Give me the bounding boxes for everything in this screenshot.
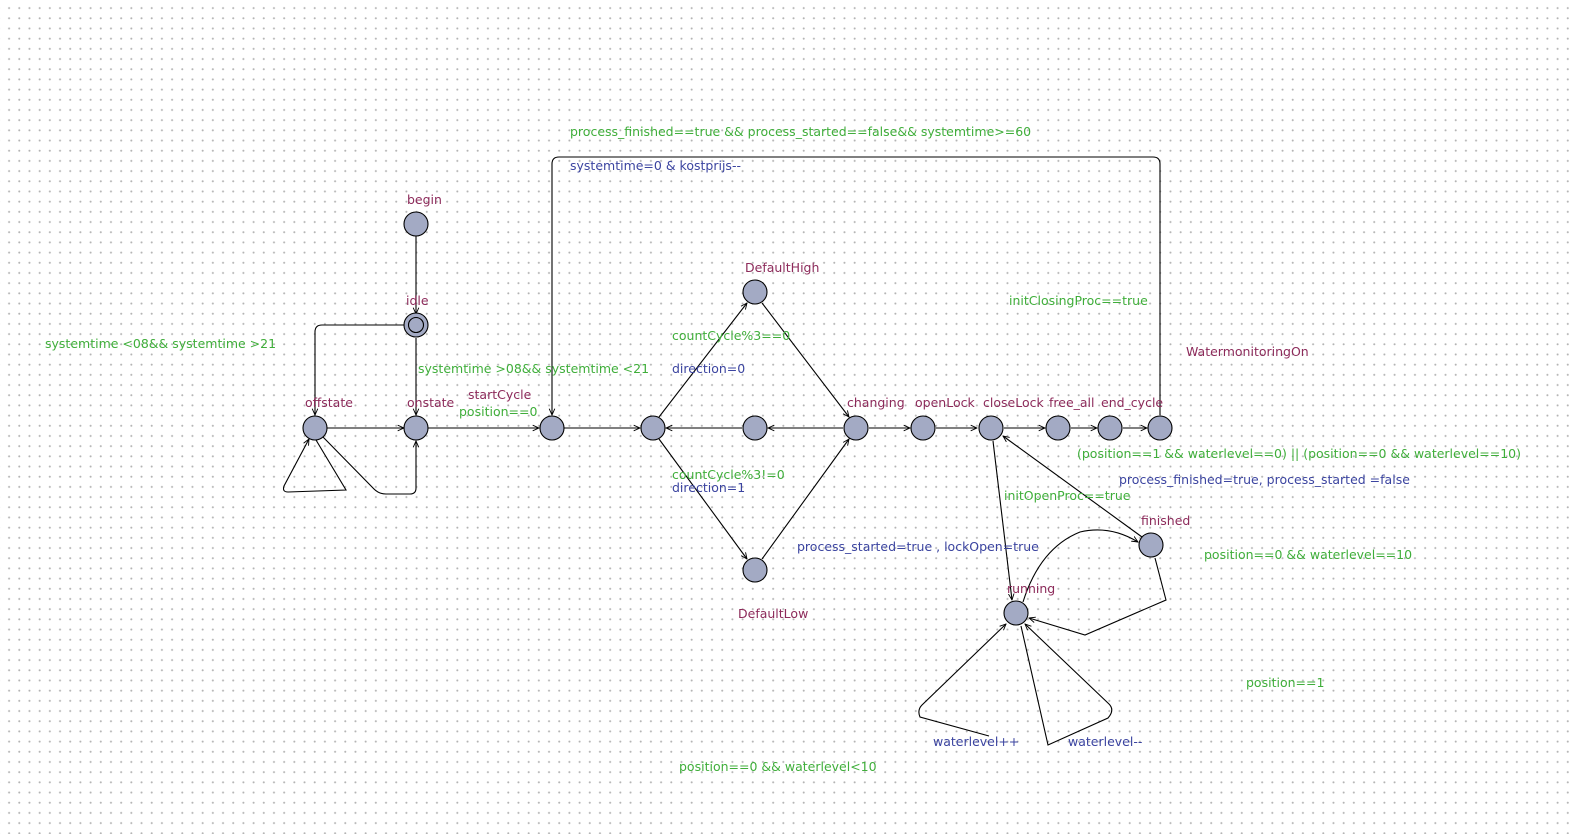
label-openlock: openLock: [915, 395, 975, 410]
edge-choice-defaultlow[interactable]: [658, 438, 747, 559]
edge-closelock-running[interactable]: [992, 440, 1012, 600]
location-running[interactable]: [1003, 600, 1029, 626]
location-idle[interactable]: [403, 312, 429, 338]
location-free-all[interactable]: [1045, 415, 1071, 441]
update-cycle-reset: systemtime=0 & kostprijs--: [570, 158, 741, 173]
label-end-cycle: end_cycle: [1101, 395, 1164, 410]
update-process-finished: process_finished=true, process_started =…: [1119, 472, 1410, 487]
label-finished: finished: [1141, 513, 1191, 528]
update-direction-zero: direction=0: [672, 361, 746, 376]
edge-defaultlow-changing[interactable]: [761, 439, 849, 560]
guard-count-cycle-eq: countCycle%3==0: [672, 328, 791, 343]
edge-offstate-onstate-lower[interactable]: [322, 436, 416, 495]
guard-position-zero: position==0: [459, 404, 538, 419]
edge-running-finished[interactable]: [1022, 529, 1138, 603]
location-start-cycle[interactable]: [539, 415, 565, 441]
label-running: running: [1007, 581, 1056, 596]
edge-running-fill-loop[interactable]: [918, 624, 1006, 737]
label-idle: idle: [406, 293, 429, 308]
location-defaulthigh[interactable]: [742, 279, 768, 305]
location-idle-initial-marker: [407, 316, 425, 334]
guard-cycle-reset: process_finished==true && process_starte…: [570, 124, 1032, 139]
guard-position-one: position==1: [1246, 675, 1325, 690]
guard-count-cycle-neq: countCycle%3!=0: [672, 467, 785, 482]
label-defaultlow: DefaultLow: [738, 606, 809, 621]
location-defaultlow[interactable]: [742, 557, 768, 583]
location-closelock[interactable]: [978, 415, 1004, 441]
label-begin: begin: [407, 192, 442, 207]
update-waterlevel-up: waterlevel++: [933, 734, 1020, 749]
update-direction-one: direction=1: [672, 480, 746, 495]
update-waterlevel-down: waterlevel--: [1068, 734, 1143, 749]
location-changing[interactable]: [843, 415, 869, 441]
guard-off-hours: systemtime <08&& systemtime >21: [45, 336, 277, 351]
edge-finished-running[interactable]: [1029, 557, 1167, 636]
edge-finished-closelock[interactable]: [1003, 436, 1143, 538]
guard-on-hours: systemtime >08&& systemtime <21: [418, 361, 650, 376]
update-process-started: process_started=true , lockOpen=true: [797, 539, 1039, 554]
edge-endcycle-start[interactable]: [552, 156, 1161, 415]
location-begin[interactable]: [403, 211, 429, 237]
guard-fill-loop: position==0 && waterlevel<10: [679, 759, 877, 774]
label-closelock: closeLock: [983, 395, 1044, 410]
location-onstate[interactable]: [403, 415, 429, 441]
label-changing: changing: [847, 395, 905, 410]
guard-waterlevel-done: (position==1 && waterlevel==0) || (posit…: [1077, 446, 1522, 461]
guard-init-closing: initClosingProc==true: [1009, 293, 1148, 308]
edge-running-drain-loop[interactable]: [1020, 624, 1113, 746]
edge-offstate-selfloop[interactable]: [282, 439, 347, 493]
label-defaulthigh: DefaultHigh: [745, 260, 820, 275]
location-end-cycle[interactable]: [1147, 415, 1173, 441]
location-finished[interactable]: [1138, 532, 1164, 558]
location-intermediate[interactable]: [1097, 415, 1123, 441]
location-middle[interactable]: [742, 415, 768, 441]
location-choice[interactable]: [640, 415, 666, 441]
label-offstate: offstate: [305, 395, 353, 410]
label-watermonitoring-on: WatermonitoringOn: [1186, 344, 1309, 359]
label-free-all: free_all: [1049, 395, 1095, 410]
label-start-cycle-sync: startCycle: [468, 387, 532, 402]
label-onstate: onstate: [407, 395, 455, 410]
guard-finished-loop: position==0 && waterlevel==10: [1204, 547, 1413, 562]
edge-choice-defaulthigh[interactable]: [658, 303, 747, 418]
location-offstate[interactable]: [302, 415, 328, 441]
location-openlock[interactable]: [910, 415, 936, 441]
edge-defaulthigh-changing[interactable]: [761, 302, 849, 417]
edge-idle-offstate[interactable]: [315, 324, 404, 415]
guard-init-open: initOpenProc==true: [1004, 488, 1131, 503]
